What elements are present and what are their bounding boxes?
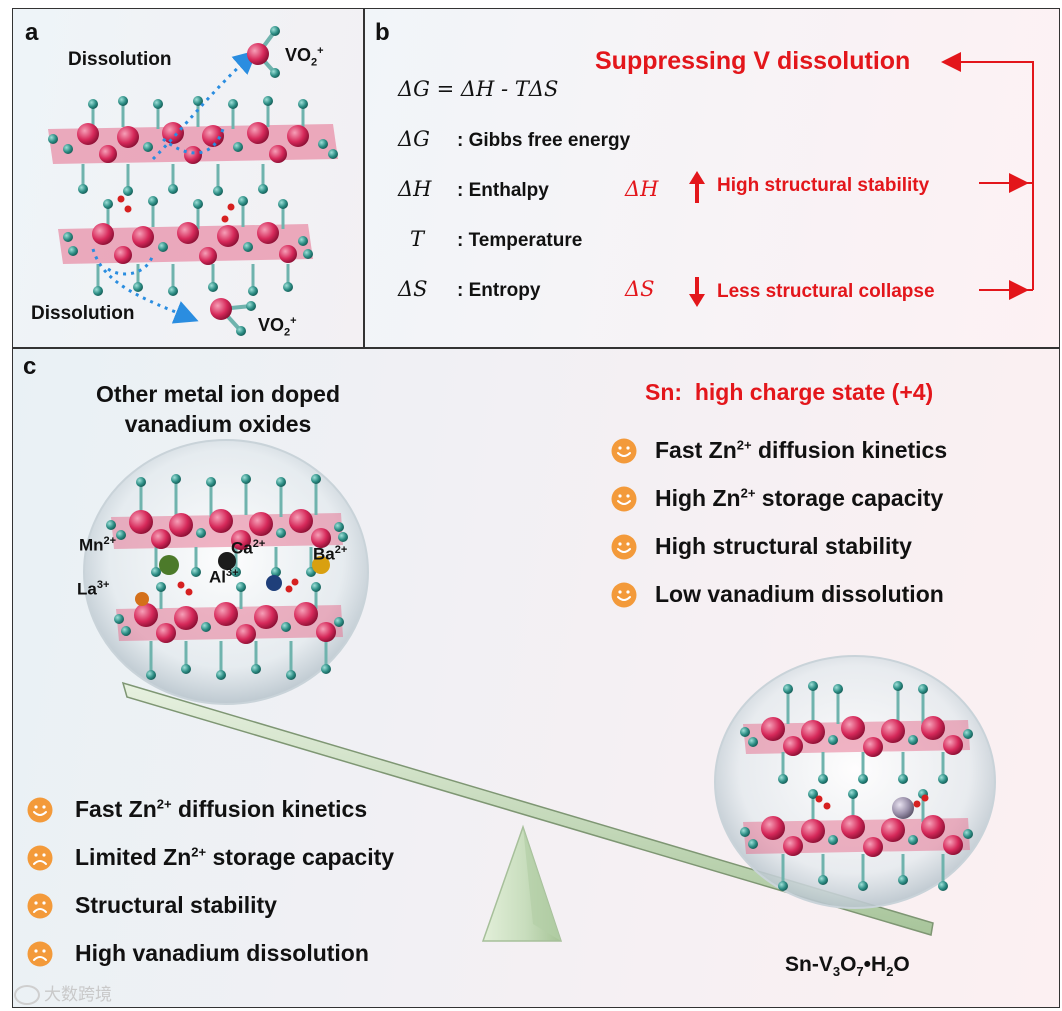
panel-b-arrows (689, 52, 1034, 307)
desc-enthalpy: : Enthalpy (457, 180, 549, 201)
watermark-logo-icon (14, 985, 40, 1005)
property-item: Fast Zn2+ diffusion kinetics (75, 796, 368, 822)
al-ion-label: Al3+ (209, 567, 239, 587)
frowning-face-icon (27, 893, 53, 919)
smiley-face-icon (611, 438, 637, 464)
effect-delta-s-symbol: ΔS (625, 277, 655, 301)
panel-c: c Other metal ion doped vanadium oxides (12, 348, 1060, 1008)
sn-ion-icon (892, 797, 914, 819)
effect-s-text: Less structural collapse (717, 281, 935, 302)
doped-structure-sphere (83, 439, 369, 705)
smiley-face-icon (611, 582, 637, 608)
sn-structure-sphere (714, 655, 996, 909)
property-item: Fast Zn2+ diffusion kinetics (655, 437, 948, 463)
panel-a-label: a (25, 19, 39, 46)
symbol-delta-g: ΔG (398, 127, 430, 151)
smiley-face-icon (27, 797, 53, 823)
desc-entropy: : Entropy (457, 280, 541, 301)
dissolution-top-label: Dissolution (68, 49, 172, 70)
desc-gibbs: : Gibbs free energy (457, 130, 631, 151)
sn-v3o7-label: Sn-V3O7•H2O (785, 953, 910, 980)
frowning-face-icon (27, 941, 53, 967)
seesaw-beam (121, 681, 934, 936)
property-item: High vanadium dissolution (75, 940, 369, 966)
panel-a: a Dissolution Dissolution VO2+ VO2+ (12, 8, 364, 348)
vanadium-oxide-layer-bottom (58, 195, 313, 296)
smiley-face-icon (611, 486, 637, 512)
sn-layer-top (740, 681, 973, 784)
vanadium-oxide-layer-top (48, 96, 338, 196)
panel-a-structure (48, 26, 338, 336)
suppressing-title: Suppressing V dissolution (595, 47, 911, 75)
arrow-up-icon (689, 171, 705, 203)
desc-temperature: : Temperature (457, 230, 583, 251)
vo2-bottom-label: VO2+ (258, 315, 297, 339)
symbol-delta-h: ΔH (398, 177, 432, 201)
vo2-molecule-top (247, 26, 280, 78)
al-ion-icon (266, 575, 282, 591)
property-item: High structural stability (655, 533, 912, 559)
effect-delta-h-symbol: ΔH (625, 177, 659, 201)
ba-ion-label: Ba2+ (313, 544, 348, 564)
doped-layer-bottom (114, 578, 344, 680)
doped-layer-top (106, 474, 348, 577)
mn-ion-label: Mn2+ (79, 535, 117, 555)
ca-ion-label: Ca2+ (231, 538, 266, 558)
vo2-molecule-bottom (210, 298, 256, 336)
arrow-down-icon (689, 277, 705, 307)
panel-b: b Suppressing V dissolution ΔG = ΔH - TΔ… (364, 8, 1060, 348)
sn-heading: Sn: high charge state (+4) (645, 379, 934, 405)
dissolution-bottom-label: Dissolution (31, 303, 135, 324)
seesaw (121, 681, 934, 942)
symbol-t: T (410, 227, 425, 251)
la-ion-label: La3+ (77, 579, 110, 599)
panel-b-label: b (375, 19, 390, 46)
property-item: High Zn2+ storage capacity (655, 485, 944, 511)
sn-layer-bottom (740, 789, 973, 891)
gibbs-equation: ΔG = ΔH - TΔS (398, 77, 559, 101)
vo2-top-label: VO2+ (285, 45, 324, 69)
la-ion-icon (135, 592, 149, 606)
property-item: Limited Zn2+ storage capacity (75, 844, 395, 870)
other-dopants-title: Other metal ion doped vanadium oxides (95, 381, 341, 437)
mn-ion-icon (159, 555, 179, 575)
effect-h-text: High structural stability (717, 175, 930, 196)
watermark: 大数跨境 (14, 980, 112, 1005)
smiley-face-icon (611, 534, 637, 560)
panel-c-label: c (23, 353, 37, 380)
frowning-face-icon (27, 845, 53, 871)
connector-to-title (941, 52, 1034, 184)
symbol-delta-s: ΔS (398, 277, 428, 301)
ba-ion-icon (312, 556, 330, 574)
property-item: Low vanadium dissolution (655, 581, 944, 607)
ca-ion-icon (218, 552, 236, 570)
property-item: Structural stability (75, 892, 277, 918)
